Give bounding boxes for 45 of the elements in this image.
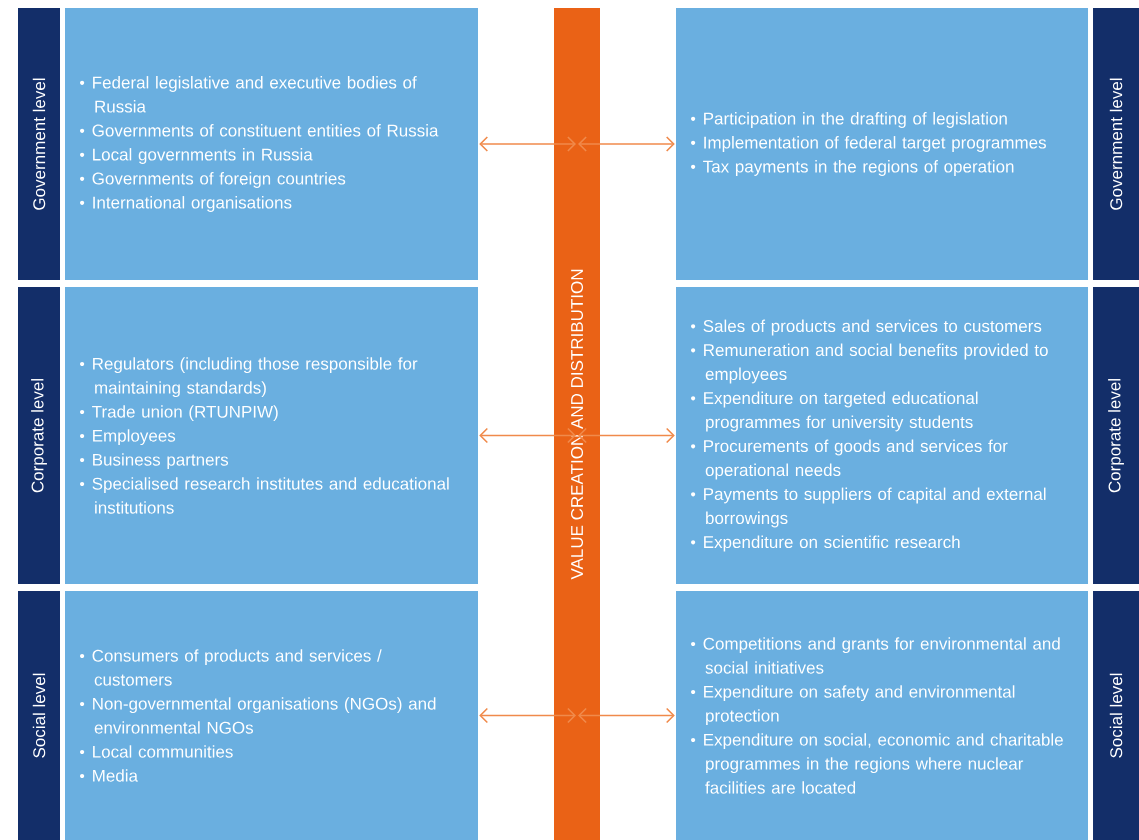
stakeholder-box [65, 287, 478, 584]
stakeholder-box [676, 287, 1088, 584]
list-item: Local communities [93, 745, 233, 758]
list-item: Sales of products and services to customers [703, 319, 1042, 336]
double-arrow [479, 707, 576, 724]
list-item: International organisations [93, 196, 292, 212]
list-item: Payments to suppliers of capital and external borrowings [704, 487, 1046, 528]
list-item: Consumers of products and services / customers [92, 649, 382, 686]
list-item: Media [93, 769, 138, 782]
level-label: Social level [18, 591, 60, 840]
double-arrow [578, 136, 675, 152]
list-item: Specialised research institutes and educational institutions [92, 477, 449, 514]
list-item: Expenditure on safety and environmental protection [704, 685, 1015, 726]
level-label: Government level [1093, 8, 1139, 280]
stakeholder-box [65, 8, 478, 280]
list-item: Employees [93, 429, 176, 446]
list-item: Expenditure on targeted educational programmes for university students [704, 391, 978, 432]
double-arrow [578, 427, 675, 444]
stakeholder-box [676, 8, 1088, 280]
level-label: Government level [18, 8, 60, 280]
list-item: Implementation of federal target programmes [704, 136, 1046, 152]
list-item: Governments of constituent entities of Russia [92, 124, 439, 137]
list-item: Participation in the drafting of legislation [704, 112, 1007, 128]
list-item: Tax payments in the regions of operation [703, 160, 1014, 176]
list-item: Competitions and grants for environmental and social initiatives [703, 637, 1060, 674]
double-arrow [479, 136, 576, 152]
list-item: Local governments in Russia [93, 148, 313, 164]
stakeholder-box [676, 591, 1088, 840]
list-item: Trade union (RTUNPIW) [92, 405, 278, 422]
list-item: Federal legislative and executive bodies of Russia [93, 76, 417, 113]
level-label: Corporate level [1093, 287, 1139, 584]
list-item: Expenditure on scientific research [704, 535, 960, 552]
list-item: Expenditure on social, economic and charitable programmes in the regions where nuclear facilities are located [704, 733, 1063, 794]
list-item: Procurements of goods and services for operational needs [704, 439, 1008, 480]
double-arrow [479, 427, 576, 444]
list-item: Governments of foreign countries [92, 172, 346, 188]
level-label: Social level [1093, 591, 1139, 840]
list-item: Non-governmental organisations (NGOs) and environmental NGOs [93, 697, 436, 734]
list-item: Regulators (including those responsible for maintaining standards) [93, 357, 418, 398]
stakeholder-box [65, 591, 478, 840]
double-arrow [578, 707, 675, 724]
list-item: Remuneration and social benefits provided to employees [704, 343, 1048, 384]
level-label: Corporate level [18, 287, 60, 584]
value-bar: VALUE CREATION AND DISTRIBUTION [554, 8, 600, 840]
list-item: Business partners [93, 453, 229, 470]
